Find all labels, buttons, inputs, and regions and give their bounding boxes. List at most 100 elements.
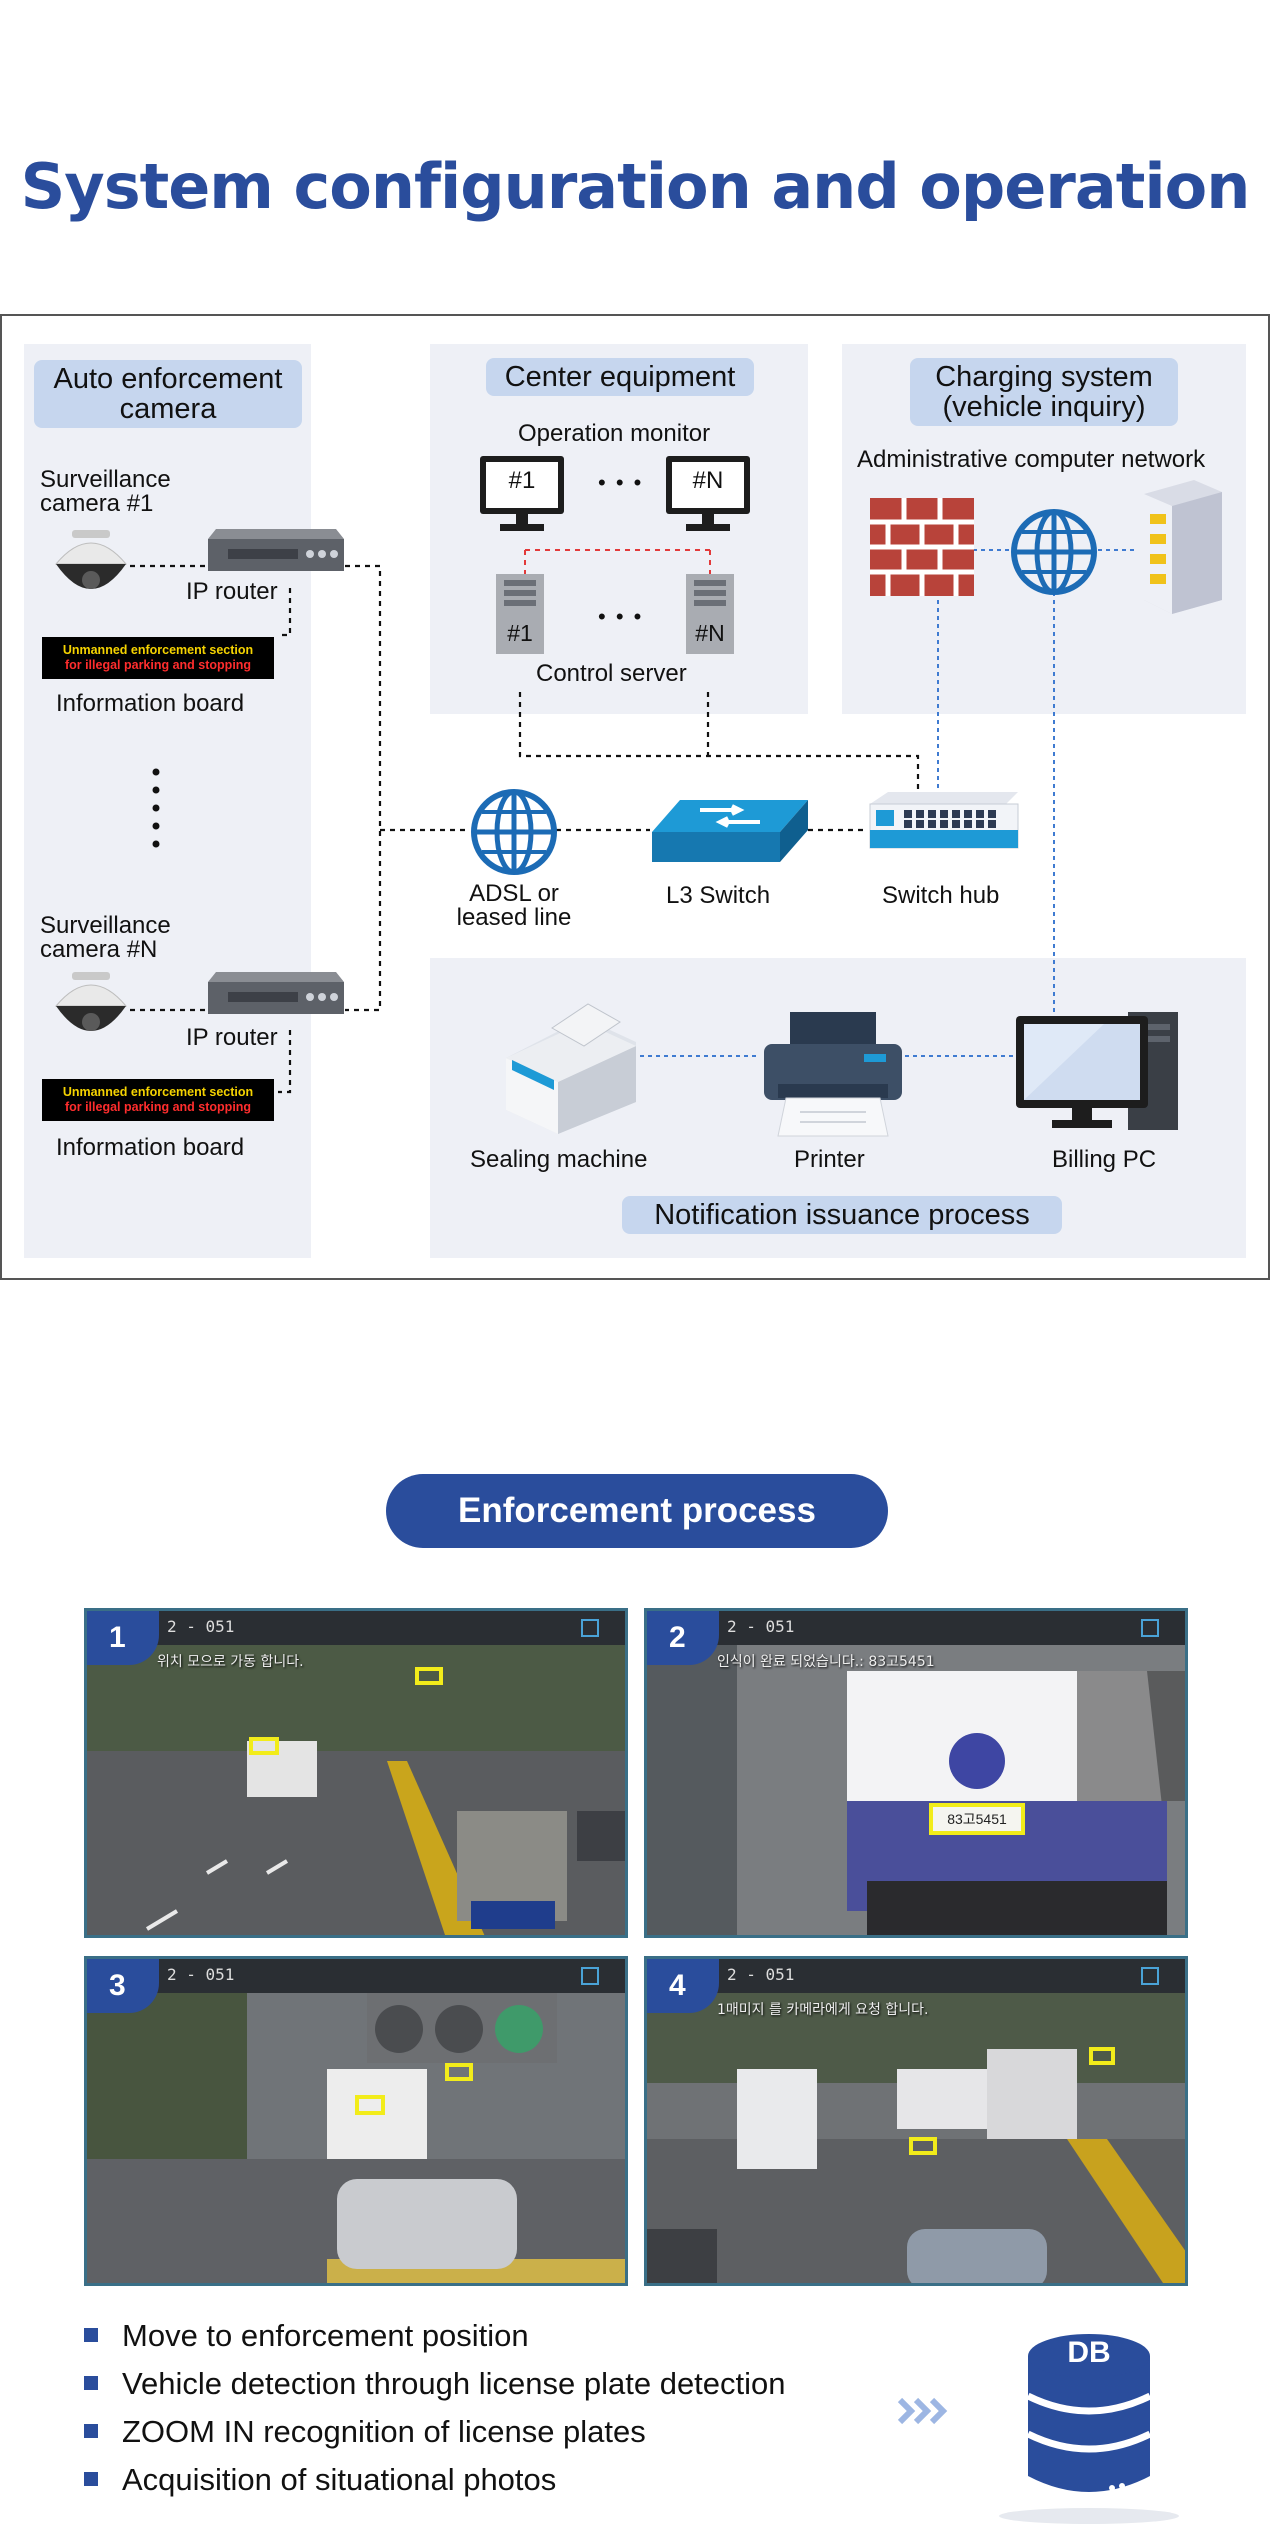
ip-router-icon — [208, 529, 344, 571]
camera-overlay-text: 인식이 완료 되었습니다.: 83고5451 — [717, 1654, 935, 1670]
street-scene-image — [87, 1611, 625, 1935]
page-title: System configuration and operation — [20, 150, 1251, 223]
server-icon — [504, 580, 536, 606]
camera-toolbar: 2 - 051 — [87, 1959, 625, 1993]
notification-process-heading: Notification issuance process — [622, 1196, 1062, 1234]
charging-heading-line2: (vehicle inquiry) — [942, 391, 1146, 423]
admin-network-label: Administrative computer network — [857, 446, 1206, 473]
plate-detection-box: 83고5451 — [929, 1803, 1025, 1835]
billing-pc-label: Billing PC — [1052, 1146, 1157, 1173]
camera-toolbar: 2 - 051 — [647, 1611, 1185, 1645]
enforcement-photo-2: 2 - 051 인식이 완료 되었습니다.: 83고5451 83고5451 2 — [644, 1608, 1188, 1938]
step-item: Acquisition of situational photos — [84, 2456, 556, 2504]
board-line-1: Unmanned enforcement section — [62, 1085, 254, 1099]
camera-toolbar: 2 - 051 — [87, 1611, 625, 1645]
l3-switch-label: L3 Switch — [666, 882, 771, 909]
db-label: DB — [1067, 2336, 1111, 2369]
camera-overlay-text: 위치 모으로 가동 합니다. — [157, 1654, 304, 1670]
step-text: ZOOM IN recognition of license plates — [122, 2414, 646, 2449]
camera-toggle-icon — [1141, 1619, 1159, 1637]
server-icon — [694, 580, 726, 606]
server-N-label: #N — [695, 620, 725, 646]
camera-overlay-text: 1매미지 를 카메라에게 요청 합니다. — [717, 2002, 929, 2018]
dome-camera-icon — [54, 972, 128, 1031]
triple-chevron-icon — [897, 2397, 948, 2425]
switch-hub-label: Switch hub — [882, 882, 1000, 909]
printer-label: Printer — [794, 1146, 865, 1173]
camera-toggle-icon — [1141, 1967, 1159, 1985]
step-number-badge: 3 — [87, 1959, 159, 2013]
printer-icon — [764, 1012, 902, 1137]
firewall-icon — [870, 498, 974, 596]
monitor-1-label: #1 — [508, 467, 536, 494]
auto-enforcement-heading: Auto enforcement camera — [34, 360, 302, 428]
ip-router-label: IP router — [186, 578, 278, 605]
plate-text: 83고5451 — [947, 1811, 1007, 1827]
globe-icon — [1011, 509, 1097, 595]
plate-detection-box — [445, 2063, 473, 2081]
information-board-N: Unmanned enforcement section for illegal… — [42, 1079, 274, 1121]
camera-toolbar: 2 - 051 — [647, 1959, 1185, 1993]
step-number-badge: 2 — [647, 1611, 719, 1665]
center-equipment-panel — [430, 344, 808, 714]
ip-router-label: IP router — [186, 1024, 278, 1051]
plate-detection-box — [249, 1737, 279, 1755]
adsl-label: ADSL or leased line — [456, 880, 572, 931]
monitor-ellipsis: • • • — [598, 470, 644, 495]
step-text: Vehicle detection through license plate … — [122, 2366, 786, 2401]
enforcement-photo-3: 2 - 051 3 — [84, 1956, 628, 2286]
camera-code: 2 - 051 — [167, 1617, 235, 1636]
camera-code: 2 - 051 — [727, 1965, 795, 1984]
enforcement-process-heading: Enforcement process — [386, 1474, 888, 1548]
monitor-icon — [666, 456, 750, 531]
step-number-badge: 4 — [647, 1959, 719, 2013]
board-line-2: for illegal parking and stopping — [64, 1100, 252, 1114]
step-text: Acquisition of situational photos — [122, 2462, 557, 2497]
bullet-square-icon — [84, 2327, 98, 2342]
server-N: #N — [686, 574, 734, 654]
monitor-N-label: #N — [692, 467, 724, 494]
ip-router-icon — [208, 972, 344, 1014]
server-1: #1 — [496, 574, 544, 654]
plate-detection-box — [909, 2137, 937, 2155]
control-server-label: Control server — [536, 660, 687, 687]
monitor-icon — [480, 456, 564, 531]
camera-code: 2 - 051 — [167, 1965, 235, 1984]
bullet-square-icon — [84, 2423, 98, 2438]
plate-detection-box — [1089, 2047, 1115, 2065]
plate-detection-box — [355, 2095, 385, 2115]
board-line-2: for illegal parking and stopping — [64, 658, 252, 672]
server-1-label: #1 — [507, 620, 533, 646]
information-board-label: Information board — [56, 1134, 245, 1161]
dome-camera-icon — [54, 530, 128, 589]
l3-switch-icon — [652, 800, 808, 862]
step-item: ZOOM IN recognition of license plates — [84, 2408, 646, 2456]
bullet-square-icon — [84, 2375, 98, 2390]
camera1-label: Surveillance camera #1 — [40, 466, 171, 517]
step-item: Vehicle detection through license plate … — [84, 2360, 786, 2408]
cameraN-label: Surveillance camera #N — [40, 912, 171, 963]
charging-system-heading: Charging system (vehicle inquiry) — [910, 358, 1178, 426]
sealing-machine-label: Sealing machine — [470, 1146, 648, 1173]
enforcement-photo-1: 2 - 051 위치 모으로 가동 합니다. 1 — [84, 1608, 628, 1938]
zoomed-vehicle-image — [647, 1611, 1185, 1935]
center-equipment-heading: Center equipment — [486, 358, 754, 396]
database-icon — [999, 2334, 1179, 2524]
camera-code: 2 - 051 — [727, 1617, 795, 1636]
step-text: Move to enforcement position — [122, 2318, 529, 2353]
server-rack-icon — [1144, 480, 1222, 614]
globe-icon — [471, 789, 557, 875]
camera-toggle-icon — [581, 1967, 599, 1985]
bullet-square-icon — [84, 2471, 98, 2486]
information-board-label: Information board — [56, 690, 245, 717]
monitor-1: #1 — [478, 454, 566, 534]
enforcement-photo-4: 2 - 051 1매미지 를 카메라에게 요청 합니다. 4 — [644, 1956, 1188, 2286]
charging-heading-line1: Charging system — [935, 361, 1153, 393]
step-number-badge: 1 — [87, 1611, 159, 1665]
sealing-machine-icon — [506, 1003, 636, 1134]
step-item: Move to enforcement position — [84, 2312, 529, 2360]
monitor-N: #N — [664, 454, 752, 534]
billing-pc-icon — [1016, 1012, 1178, 1130]
information-board-1: Unmanned enforcement section for illegal… — [42, 637, 274, 679]
plate-detection-box — [415, 1667, 443, 1685]
